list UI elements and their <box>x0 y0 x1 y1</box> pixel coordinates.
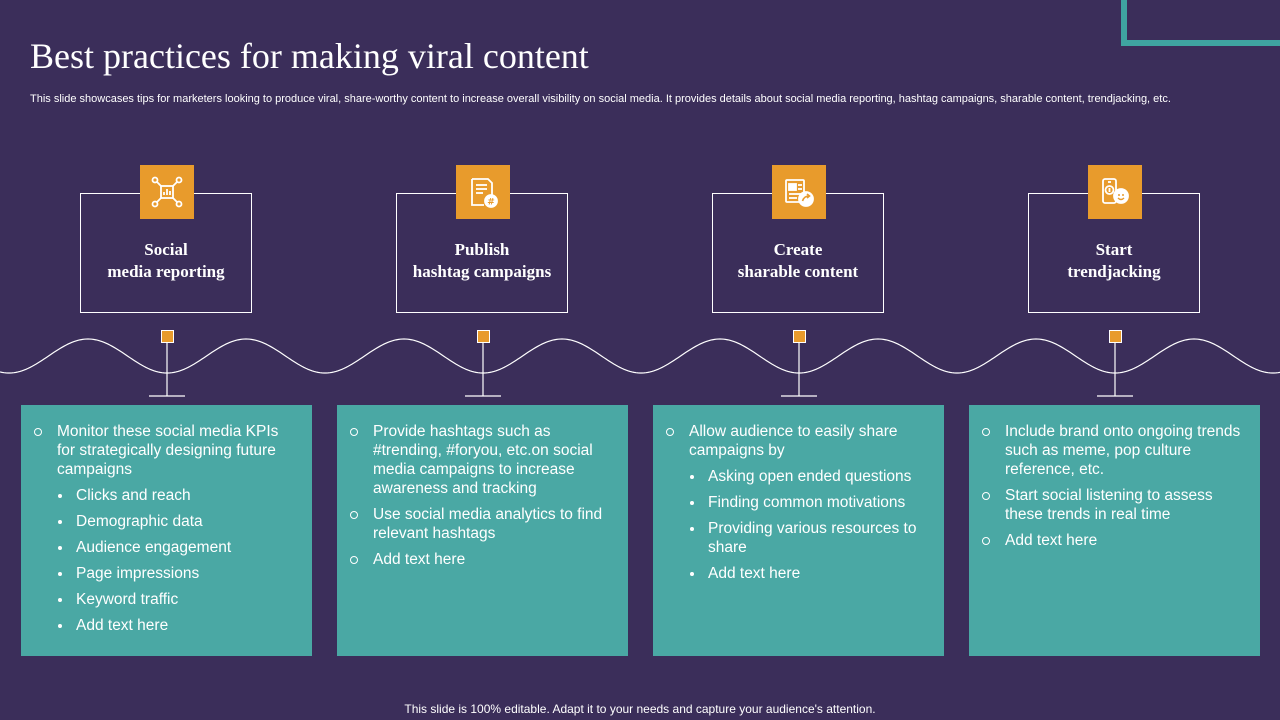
sub-list-item: Demographic data <box>57 512 298 531</box>
heading-line: media reporting <box>107 262 225 281</box>
card-sharable-content: Allow audience to easily share campaigns… <box>653 405 944 656</box>
card-trendjacking: Include brand onto ongoing trends such a… <box>969 405 1260 656</box>
sub-list-item: Add text here <box>57 616 298 635</box>
heading-box-trendjacking: Start trendjacking <box>1028 193 1200 313</box>
heading-label: Start trendjacking <box>1067 239 1160 283</box>
sub-list-item: Providing various resources to share <box>689 519 930 557</box>
sub-list-item: Page impressions <box>57 564 298 583</box>
heading-line: Social <box>144 240 188 259</box>
heading-line: hashtag campaigns <box>412 262 552 281</box>
sub-bullet-list: Asking open ended questions Finding comm… <box>689 467 930 583</box>
list-item: Add text here <box>981 531 1246 550</box>
sub-list-item: Add text here <box>689 564 930 583</box>
list-item: Start social listening to assess these t… <box>981 486 1246 524</box>
bullet-text: Allow audience to easily share campaigns… <box>689 423 898 459</box>
slide-footer: This slide is 100% editable. Adapt it to… <box>404 702 876 716</box>
bullet-text: Monitor these social media KPIs for stra… <box>57 423 279 478</box>
sub-list-item: Audience engagement <box>57 538 298 557</box>
share-content-icon <box>772 165 826 219</box>
timeline-marker <box>793 330 806 343</box>
svg-text:#: # <box>487 198 495 208</box>
bullet-list: Allow audience to easily share campaigns… <box>665 422 930 583</box>
slide-title: Best practices for making viral content <box>30 36 589 76</box>
heading-line: Create <box>773 240 823 259</box>
sub-list-item: Asking open ended questions <box>689 467 930 486</box>
sub-list-item: Keyword traffic <box>57 590 298 609</box>
list-item: Add text here <box>349 550 614 569</box>
timeline-marker <box>161 330 174 343</box>
trending-phone-icon <box>1088 165 1142 219</box>
sub-bullet-list: Clicks and reach Demographic data Audien… <box>57 486 298 635</box>
wave-timeline <box>0 338 1280 397</box>
heading-box-social-media-reporting: Social media reporting <box>80 193 252 313</box>
heading-line: trendjacking <box>1067 262 1161 281</box>
corner-accent <box>1121 0 1280 46</box>
hashtag-document-icon: # <box>456 165 510 219</box>
bullet-list: Provide hashtags such as #trending, #for… <box>349 422 614 569</box>
sub-list-item: Finding common motivations <box>689 493 930 512</box>
connector-stems <box>149 343 1133 397</box>
heading-label: Social media reporting <box>107 239 224 283</box>
heading-label: Create sharable content <box>738 239 858 283</box>
list-item: Include brand onto ongoing trends such a… <box>981 422 1246 479</box>
wave-line <box>0 338 1280 374</box>
card-social-media-reporting: Monitor these social media KPIs for stra… <box>21 405 312 656</box>
heading-box-hashtag-campaigns: Publish hashtag campaigns <box>396 193 568 313</box>
list-item: Provide hashtags such as #trending, #for… <box>349 422 614 498</box>
heading-line: Start <box>1095 240 1133 259</box>
bullet-list: Monitor these social media KPIs for stra… <box>33 422 298 635</box>
timeline-marker <box>477 330 490 343</box>
bullet-list: Include brand onto ongoing trends such a… <box>981 422 1246 550</box>
card-hashtag-campaigns: Provide hashtags such as #trending, #for… <box>337 405 628 656</box>
list-item: Monitor these social media KPIs for stra… <box>33 422 298 635</box>
heading-label: Publish hashtag campaigns <box>413 239 551 283</box>
analytics-network-icon <box>140 165 194 219</box>
list-item: Allow audience to easily share campaigns… <box>665 422 930 583</box>
heading-line: Publish <box>454 240 510 259</box>
list-item: Use social media analytics to find relev… <box>349 505 614 543</box>
slide-subtitle: This slide showcases tips for marketers … <box>30 93 1171 105</box>
sub-list-item: Clicks and reach <box>57 486 298 505</box>
heading-line: sharable content <box>737 262 859 281</box>
timeline-marker <box>1109 330 1122 343</box>
heading-box-sharable-content: Create sharable content <box>712 193 884 313</box>
